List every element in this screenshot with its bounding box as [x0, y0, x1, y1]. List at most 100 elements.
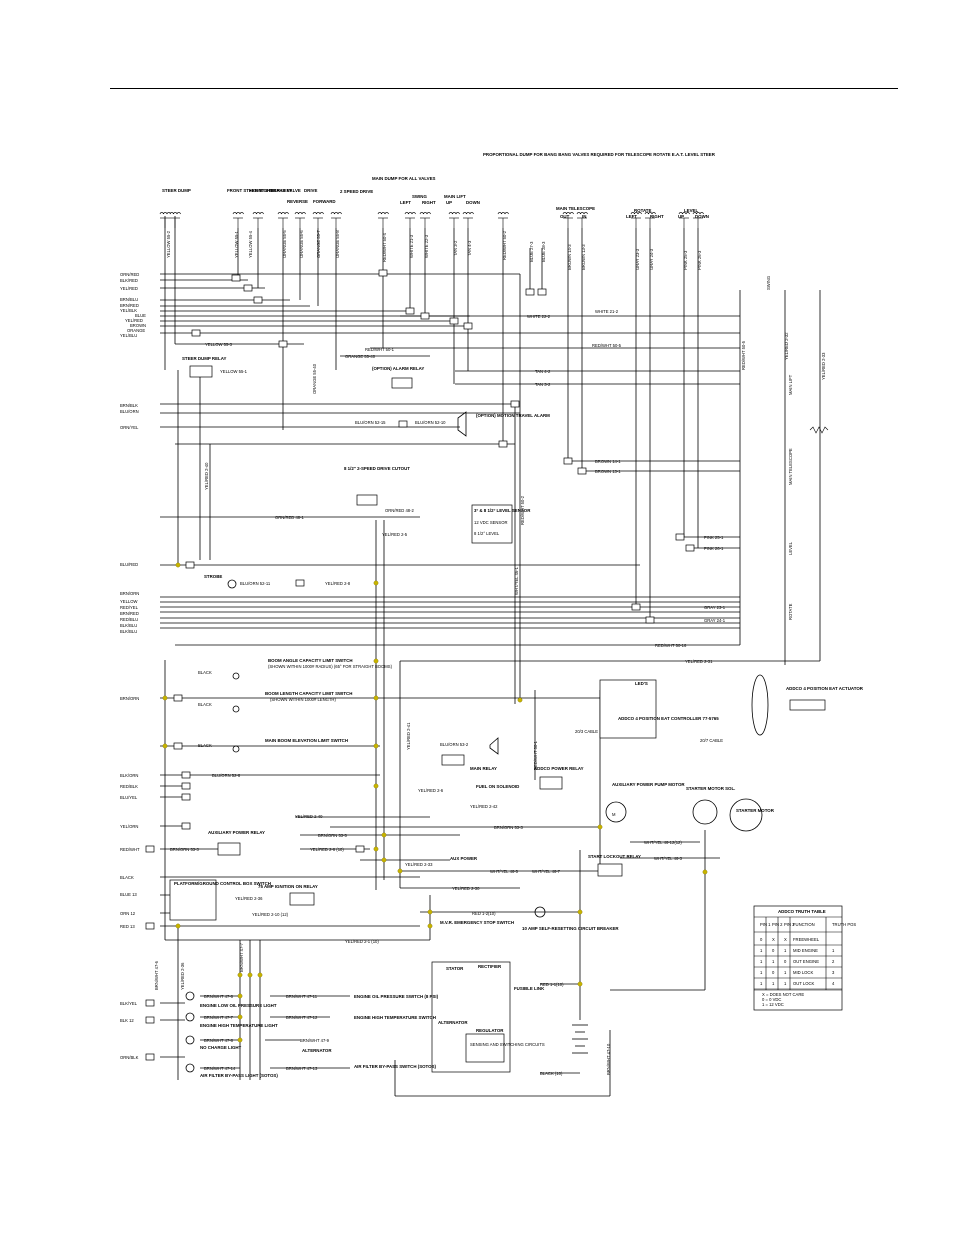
tag-gray-24-3: GRAY 24-3	[649, 248, 654, 270]
tag-blu-orn-53-2: BLU/ORN 53-2	[440, 742, 469, 747]
tag-yel-red-2-1: YEL/RED 2-1 (10)	[345, 939, 379, 944]
junction-dot	[373, 783, 379, 789]
tag-yel-red-2-10: YEL/RED 2-10 (12)	[252, 912, 289, 917]
label-sensing: SENSING AND SWITCHING CIRCUITS	[470, 1042, 545, 1047]
left-blk-yel: BLK/YEL	[120, 1001, 138, 1006]
left-red-13: RED 13	[120, 924, 135, 929]
left-yel-blu: YEL/BLU	[120, 333, 137, 338]
components: STEER DUMP RELAY (OPTION) ALARM RELAY (O…	[169, 356, 864, 1078]
truth-table-cell: 1	[760, 970, 763, 975]
label-fuel-solenoid: FUEL ON SOLENOID	[476, 784, 519, 789]
solenoid-coil-icon	[294, 212, 306, 228]
tag-brown-13-1: BROWN 13-1	[595, 469, 621, 474]
label-air-filter-switch: AIR FILTER BY-PASS SWITCH (SOTOS)	[354, 1064, 436, 1069]
connector-tag-box	[181, 793, 191, 801]
truth-table-cell: 1	[772, 981, 775, 986]
truth-table-cell: 1	[832, 948, 835, 953]
svg-text:M: M	[612, 812, 616, 817]
tag-red-wht-50-6: RED/WHT 50-5	[741, 340, 746, 370]
connector-tag-box	[191, 329, 201, 337]
tag-brn-wht-47-12: BRN/WHT 47-12	[286, 1015, 318, 1020]
connector-tag-box	[631, 603, 641, 611]
label-addco-actuator: ADDCO 4 POSITION EAT ACTUATOR	[786, 686, 864, 691]
truth-legend-0: X = DOES NOT CARE	[762, 992, 804, 997]
connector-tag-box	[355, 845, 365, 853]
tag-red-wht-50-16: RED/WHT 50-16	[655, 643, 687, 648]
truth-table-header: PIN 2	[772, 922, 783, 927]
label-engine-temp: ENGINE HIGH TEMPERATURE LIGHT	[200, 1023, 278, 1028]
tag-yel-red-2-36: YEL/RED 2-36	[235, 896, 263, 901]
tag-orange-55-40b: ORANGE 55-40	[312, 363, 317, 394]
tag-blu-orn-52-10: BLU/ORN 52-10	[415, 420, 446, 425]
label-swing: SWING	[412, 194, 427, 199]
solenoid-coil-icon	[630, 212, 642, 228]
tag-orange-55-7: ORANGE 55-7	[316, 230, 321, 258]
connector-tag-box	[181, 771, 191, 779]
solenoid-coil-icon	[448, 212, 460, 228]
label-forward: FORWARD	[313, 199, 336, 204]
solenoid-coil-icon	[377, 212, 389, 228]
label-tele-out: OUT	[560, 214, 570, 219]
label-starter-motor: STARTER MOTOR	[736, 808, 775, 813]
solenoid-coil-icon	[692, 212, 704, 228]
left-blu-red: BLU/RED	[120, 562, 138, 567]
tag-wht-yel-46-3: WHT/YEL 46-3	[654, 856, 683, 861]
label-level-down: DOWN	[695, 214, 709, 219]
junction-dot	[397, 868, 403, 874]
tag-tan-4-2: TAN 4-2	[535, 369, 551, 374]
label-swing-right: RIGHT	[422, 200, 436, 205]
junction-dot	[373, 580, 379, 586]
tag-brn-wht-47-7: BRN/WHT 47-7	[204, 1015, 234, 1020]
tag-pink-26-3: PINK 26-3	[697, 250, 702, 270]
left-red-blu: RED/BLU	[120, 617, 138, 622]
tag-yel-red-2-30: YEL/RED 2-30	[452, 886, 480, 891]
truth-legend-2: 1 = 12 VDC	[762, 1002, 784, 1007]
label-fusible-link: FUSIBLE LINK	[514, 986, 545, 991]
connector-tag-box	[563, 457, 573, 465]
junction-dot	[162, 743, 168, 749]
connector-tag-box	[145, 922, 155, 930]
right-swing: SWING	[766, 276, 771, 290]
label-ignition-relay: 75 AMP IGNITION ON RELAY	[258, 884, 318, 889]
label-level-up: UP	[678, 214, 684, 219]
left-brown: BROWN	[130, 323, 146, 328]
tag-blu-orn-52-11: BLU/ORN 52-11	[240, 581, 271, 586]
tag-yel-red-2-8: YEL/RED 2-8	[325, 581, 351, 586]
junction-dot	[175, 923, 181, 929]
left-orn-yel: ORN/YEL	[120, 425, 139, 430]
tag-orange-55-6: ORANGE 55-6	[299, 230, 304, 258]
tag-tan-4-3: TAN 4-3	[467, 240, 472, 256]
left-orn-red: ORN/RED	[120, 272, 139, 277]
label-rectifier: RECTIFIER	[478, 964, 502, 969]
truth-table-header: PIN 3	[784, 922, 795, 927]
label-regulator: REGULATOR	[476, 1028, 504, 1033]
label-reverse: REVERSE	[287, 199, 308, 204]
connector-tag-box	[181, 782, 191, 790]
tag-tan-3-2: TAN 3-2	[453, 240, 458, 256]
label-level: LEVEL	[684, 208, 698, 213]
left-yellow: YELLOW	[120, 599, 138, 604]
connector-tag-box	[537, 288, 547, 296]
tag-wht-yel-46-12: WHT/YEL 46-12(12)	[644, 840, 682, 845]
tag-red-wht-50-3: RED/WHT 50-1	[533, 740, 538, 770]
connector-tag-box	[145, 1016, 155, 1024]
label-start-lockout: START LOCKOUT RELAY	[588, 854, 641, 859]
left-blk-orn: BLK/ORN	[120, 773, 138, 778]
label-rotate-left: LEFT	[626, 214, 637, 219]
connector-tag-box	[378, 269, 388, 277]
tag-red-wht-50-2: RED/WHT 50-2	[502, 230, 507, 260]
truth-table-cell: OUT LOCK	[793, 981, 815, 986]
truth-table-cell: 1	[784, 948, 787, 953]
right-rotate: ROTATE	[788, 603, 793, 620]
connector-tag-box	[253, 296, 263, 304]
tag-brn-wht-47-9: BRN/WHT 47-9	[300, 1038, 330, 1043]
junction-dot	[373, 658, 379, 664]
tag-orn-red-48-2: ORN/RED 48-2	[385, 508, 415, 513]
connector-tag-box	[510, 400, 520, 408]
tag-pink-25-3: PINK 25-3	[683, 250, 688, 270]
label-main-telescope: MAIN TELESCOPE	[556, 206, 595, 211]
left-blue: BLUE	[135, 313, 146, 318]
connector-tag-box	[449, 317, 459, 325]
